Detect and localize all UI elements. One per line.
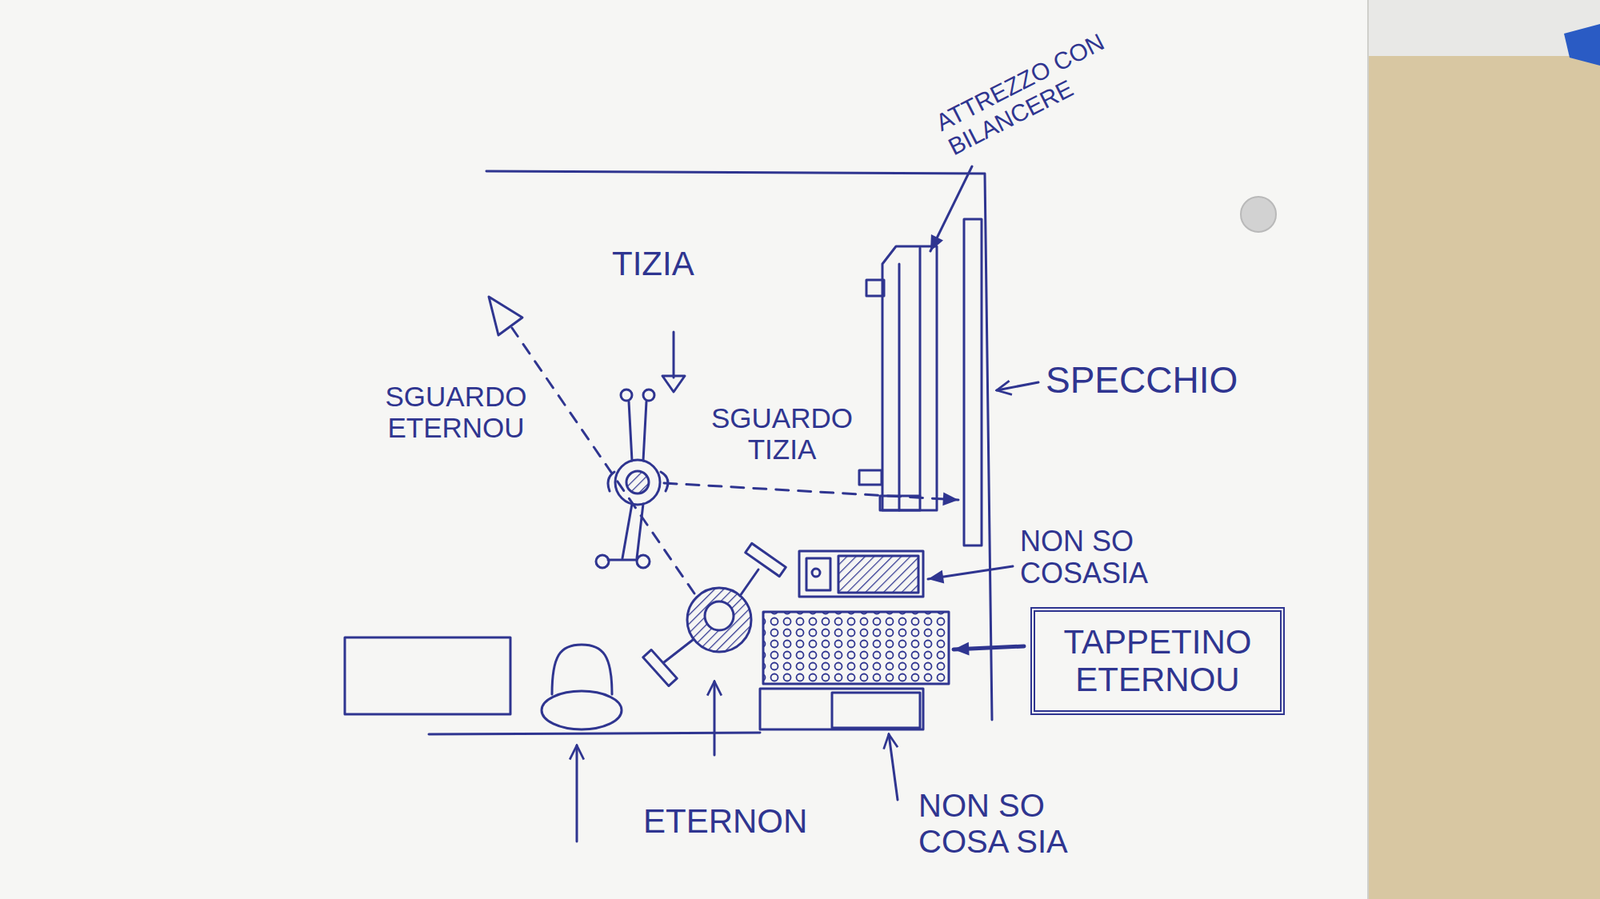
desk xyxy=(1368,56,1600,899)
punch-hole xyxy=(1240,196,1276,232)
paper xyxy=(0,0,1368,899)
pointer-arrow xyxy=(672,332,676,378)
dumbbell xyxy=(745,543,787,576)
callout-box: TAPPETINO ETERNOU xyxy=(1030,607,1285,716)
tizia-arm xyxy=(643,401,647,461)
barbell-machine xyxy=(882,246,937,511)
leader-arrow xyxy=(930,166,972,252)
barbell-machine xyxy=(898,264,901,511)
callout-label: SPECCHIO xyxy=(1045,360,1238,402)
room-wall xyxy=(428,732,760,735)
tizia-head xyxy=(626,471,649,494)
callout-label: NON SO COSA SIA xyxy=(918,788,1123,860)
dumbbell xyxy=(643,649,678,686)
chair xyxy=(541,691,622,730)
tizia-gaze xyxy=(664,483,959,500)
gaze-label: SGUARDO ETERNOU xyxy=(376,380,536,444)
tizia-hand xyxy=(620,389,632,401)
unknown-object xyxy=(806,558,831,591)
tizia-leg xyxy=(622,504,632,559)
tizia-foot xyxy=(636,555,650,568)
leader-arrow xyxy=(928,566,1013,580)
machine-peg xyxy=(859,470,882,485)
person-label: TIZIA xyxy=(612,244,695,283)
leader-arrow xyxy=(953,646,1024,650)
unknown-object xyxy=(799,551,924,597)
pointer-arrowhead xyxy=(662,376,685,392)
sheet-edge xyxy=(1368,0,1600,56)
tizia-foot xyxy=(596,555,609,568)
exercise-mat xyxy=(763,612,949,684)
mirror xyxy=(964,219,982,546)
tizia-shoulder xyxy=(660,472,668,492)
barbell-machine xyxy=(919,248,922,496)
eternon-head xyxy=(704,601,734,631)
machine-peg xyxy=(866,280,884,296)
tizia-hand xyxy=(643,389,655,401)
tizia-shoulder xyxy=(608,472,615,492)
pen xyxy=(1564,24,1600,66)
tizia-arm xyxy=(628,401,632,461)
tizia-leg xyxy=(636,504,644,559)
chair xyxy=(552,644,612,695)
gaze-label: SGUARDO TIZIA xyxy=(708,402,856,465)
tizia-foot xyxy=(608,559,637,562)
pointer-arrow xyxy=(576,745,579,842)
paper-edge xyxy=(1367,0,1369,899)
leader-arrow xyxy=(996,382,1039,391)
eternon-arm xyxy=(664,640,693,663)
callout-label: NON SO COSASIA xyxy=(1020,525,1208,591)
unknown-object-hatch xyxy=(838,556,919,593)
gaze-arrowhead xyxy=(488,296,523,336)
pointer-arrow xyxy=(888,734,898,800)
furniture xyxy=(344,637,511,715)
room-wall xyxy=(486,171,992,720)
tizia-head xyxy=(615,460,660,505)
eternon-gaze xyxy=(512,328,695,594)
box-text: TAPPETINO ETERNOU xyxy=(1052,623,1263,699)
eternon-head xyxy=(687,588,752,652)
unknown-object xyxy=(760,688,924,730)
unknown-object xyxy=(832,692,920,728)
eternon-arm xyxy=(740,569,759,596)
unknown-object xyxy=(812,568,820,577)
person-label: ETERNON xyxy=(643,802,808,840)
pointer-arrow xyxy=(713,681,716,756)
